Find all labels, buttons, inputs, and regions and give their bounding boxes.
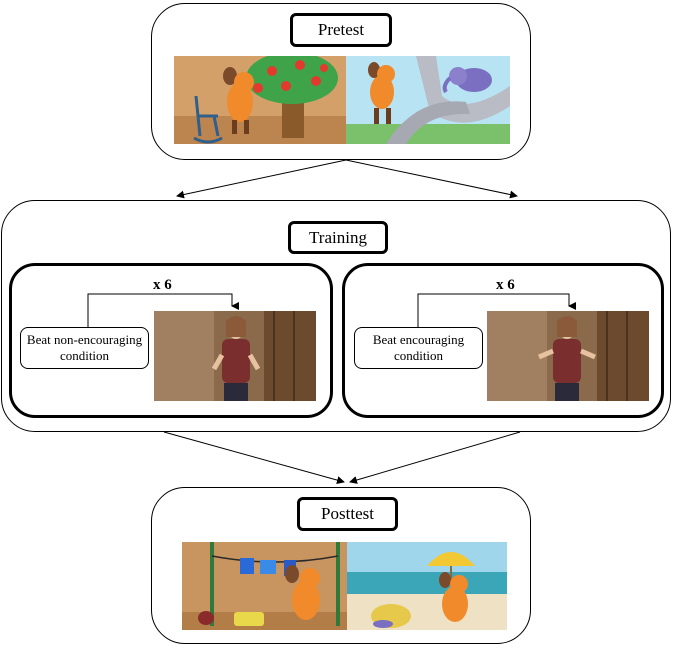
posttest-image-mouse-clothesline — [182, 542, 347, 630]
arrow-pretest-to-training-left — [176, 159, 347, 199]
pretest-image-mouse-elephant-slide — [346, 56, 510, 144]
training-label: Training — [288, 221, 388, 254]
training-right-video-still — [487, 311, 649, 401]
pretest-label: Pretest — [290, 13, 392, 47]
training-left-repeat-arrow — [87, 293, 239, 328]
arrow-pretest-to-training-right — [345, 159, 518, 199]
posttest-image-mouse-beach — [347, 542, 507, 630]
pretest-image-mouse-apple-tree — [174, 56, 346, 144]
training-left-repeat-label: x 6 — [153, 277, 172, 293]
training-left-video-still — [154, 311, 316, 401]
training-right-condition-label: Beat encouraging condition — [354, 327, 483, 369]
training-right-repeat-arrow — [417, 293, 576, 328]
arrow-training-right-to-posttest — [349, 431, 521, 484]
training-left-condition-label: Beat non-encouraging condition — [20, 327, 149, 369]
posttest-label: Posttest — [297, 497, 398, 531]
training-right-repeat-label: x 6 — [496, 277, 515, 293]
arrow-training-left-to-posttest — [163, 431, 345, 484]
